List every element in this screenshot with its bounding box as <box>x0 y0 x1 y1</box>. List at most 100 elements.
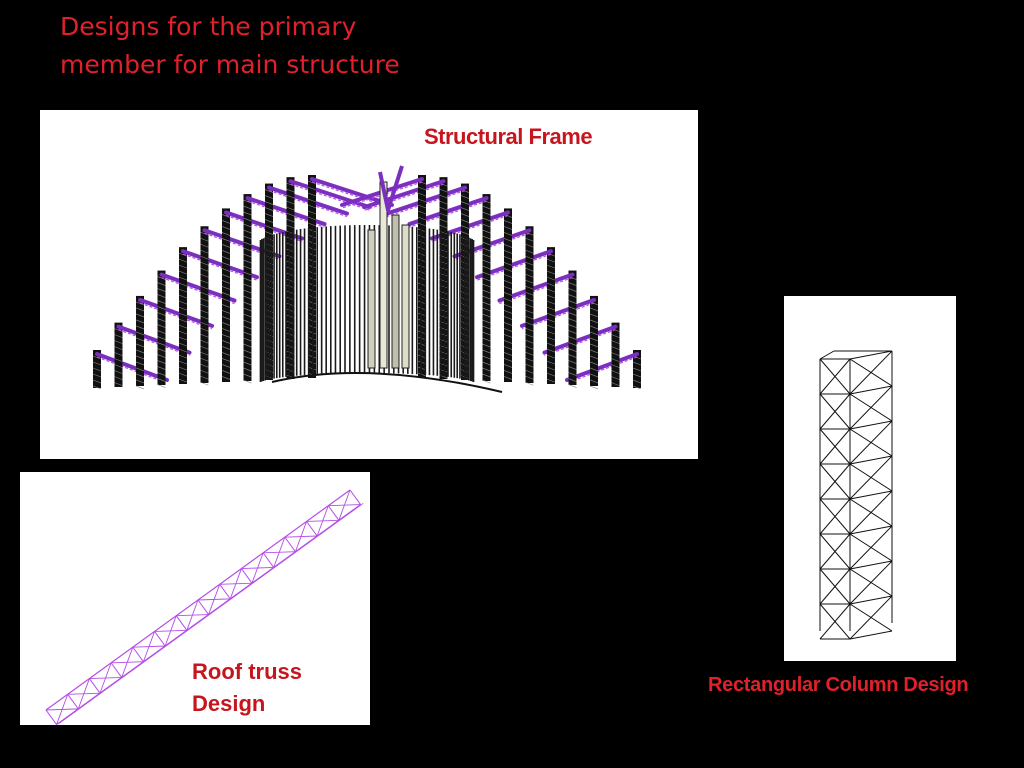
column-lattice <box>482 349 491 354</box>
column-lattice <box>243 361 252 366</box>
column-lattice <box>221 262 231 266</box>
column-lattice <box>611 346 620 350</box>
column-lattice <box>200 363 209 368</box>
column-lattice <box>264 207 274 211</box>
structural-frame-caption: Structural Frame <box>424 124 593 149</box>
column-lattice <box>178 342 188 347</box>
column-lattice <box>482 361 491 366</box>
column-brace <box>819 358 851 395</box>
column-lattice <box>243 313 252 318</box>
column-lattice <box>482 223 491 228</box>
column-lattice <box>157 366 166 370</box>
column-lattice <box>525 333 534 338</box>
column-lattice <box>157 348 166 352</box>
column-lattice <box>546 348 556 353</box>
column-lattice <box>114 346 123 350</box>
column-lattice <box>307 186 317 191</box>
column-lattice <box>503 232 513 236</box>
column-brace <box>849 420 893 465</box>
column-lattice <box>92 367 102 372</box>
column-lattice <box>589 313 599 318</box>
column-lattice <box>632 379 642 384</box>
column-lattice <box>243 319 252 324</box>
column-lattice <box>503 226 513 230</box>
column-lattice <box>243 337 252 342</box>
column-lattice <box>546 294 556 299</box>
column-brace <box>819 498 851 535</box>
truss-diagonal <box>99 662 112 694</box>
column-lattice <box>221 220 231 224</box>
column-lattice <box>568 348 577 352</box>
column-lattice <box>503 220 513 224</box>
column-lattice <box>200 357 209 362</box>
column-lattice <box>200 285 209 290</box>
truss-vertical <box>45 709 57 725</box>
column-lattice <box>611 370 620 374</box>
column-lattice <box>243 253 252 258</box>
column-lattice <box>243 229 252 234</box>
column-lattice <box>178 282 188 287</box>
column-lattice <box>200 303 209 308</box>
column-lattice <box>525 315 534 320</box>
column-lattice <box>482 307 491 312</box>
column-lattice <box>135 343 145 348</box>
column-lattice <box>135 367 145 372</box>
column-lattice <box>611 364 620 368</box>
column-lattice <box>503 256 513 260</box>
frame-truss <box>542 324 618 355</box>
column-lattice <box>589 385 599 390</box>
frame-truss-web <box>364 183 444 211</box>
column-lattice <box>482 373 491 378</box>
column-lattice <box>589 307 599 312</box>
column-lattice <box>307 192 317 197</box>
frame-base-arc <box>271 372 503 393</box>
column-lattice <box>546 300 556 305</box>
column-lattice <box>135 349 145 354</box>
column-lattice <box>568 336 577 340</box>
column-lattice <box>157 282 166 286</box>
column-lattice <box>221 352 231 356</box>
column-lattice <box>178 276 188 281</box>
column-lattice <box>200 255 209 260</box>
column-lattice <box>243 241 252 246</box>
column-lattice <box>439 218 448 223</box>
frame-column <box>568 270 577 385</box>
column-lattice <box>611 376 620 380</box>
column-horizontal <box>849 490 893 500</box>
column-lattice <box>589 355 599 360</box>
column-lattice <box>503 238 513 242</box>
truss-diagonal <box>142 631 155 662</box>
column-lattice <box>417 372 427 377</box>
column-lattice <box>568 366 577 370</box>
column-lattice <box>460 225 470 229</box>
column-lattice <box>546 264 556 269</box>
column-lattice <box>200 381 209 386</box>
roof-truss-caption-line-1: Roof truss <box>192 659 302 684</box>
column-brace <box>849 490 893 535</box>
column-lattice <box>221 250 231 254</box>
column-lattice <box>525 273 534 278</box>
frame-column <box>93 350 101 388</box>
column-lattice <box>439 188 448 193</box>
frame-column <box>179 247 187 384</box>
column-lattice <box>482 241 491 246</box>
column-lattice <box>221 280 231 284</box>
frame-column <box>590 295 598 386</box>
roof-truss-caption-line-2: Design <box>192 691 266 716</box>
column-lattice <box>114 358 123 362</box>
column-lattice <box>114 364 123 368</box>
column-lattice <box>568 282 577 286</box>
column-lattice <box>157 378 166 382</box>
frame-truss-web <box>544 329 616 357</box>
column-lattice <box>525 303 534 308</box>
column-lattice <box>589 379 599 384</box>
truss-diagonal <box>294 521 307 552</box>
truss-vertical <box>327 505 340 521</box>
column-lattice <box>157 330 166 334</box>
truss-vertical <box>219 583 231 600</box>
column-lattice <box>503 322 513 326</box>
column-lattice <box>221 304 231 308</box>
column-lattice <box>135 325 145 330</box>
column-lattice <box>135 361 145 366</box>
column-lattice <box>200 315 209 320</box>
